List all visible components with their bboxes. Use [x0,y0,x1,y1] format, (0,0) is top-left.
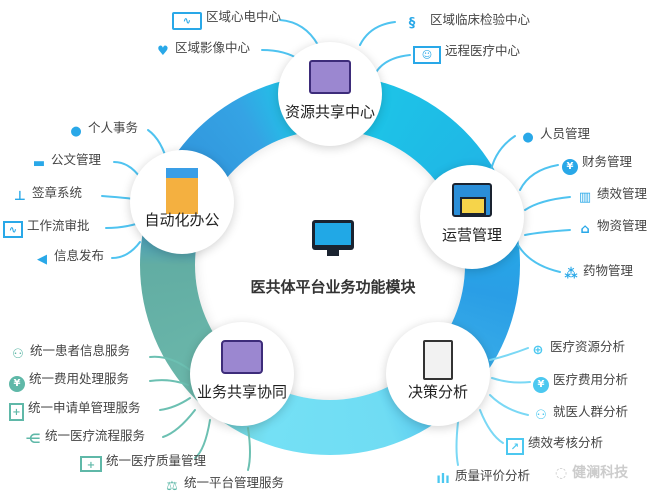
monitor-plus-icon: + [80,456,102,472]
workflow-chart-icon: ∿ [3,221,23,238]
megaphone-icon: ◀ [37,252,47,267]
item-performance-management[interactable]: ▥绩效管理 [578,186,648,205]
documents-folder-icon [166,168,198,214]
item-finance-management[interactable]: ¥财务管理 [562,154,632,175]
folder-icon [309,60,351,94]
node-resource-sharing[interactable]: 资源共享中心 [278,42,382,146]
medical-kit-icon: ⊕ [532,343,544,358]
item-personal-affairs[interactable]: ●个人事务 [68,120,138,140]
scales-icon: ⚖ [166,479,178,494]
node-label: 自动化办公 [144,211,220,229]
node-label: 决策分析 [407,383,468,401]
heart-plus-icon: ♥ [157,44,169,59]
ecg-monitor-icon: ∿ [172,12,202,30]
bar-chart-icon: ▥ [578,190,592,205]
node-office-automation[interactable]: 自动化办公 [130,150,234,254]
item-resource-analysis[interactable]: ⊕医疗资源分析 [530,339,625,359]
file-drawer-icon [221,340,263,374]
person-icon: ● [522,130,534,145]
dna-icon: § [408,16,416,31]
patients-icon: ⚇ [12,347,24,362]
item-request-form-service[interactable]: +统一申请单管理服务 [9,400,141,421]
printer-icon [452,183,492,217]
item-info-release[interactable]: ◀信息发布 [34,248,104,268]
item-imaging-center[interactable]: ♥区域影像中心 [155,40,250,60]
folder-icon: ▬ [32,156,46,171]
clipboard-chart-icon: ↗ [506,438,524,455]
yen-icon: ¥ [562,159,578,175]
patients-icon: ⚇ [535,408,547,423]
yen-icon: ¥ [533,377,549,393]
node-label: 资源共享中心 [284,103,375,121]
yen-icon: ¥ [9,376,25,392]
center-monitor-icon [312,220,354,256]
item-patient-group-analysis[interactable]: ⚇就医人群分析 [533,404,628,424]
video-doctor-icon: ☺ [413,46,441,64]
item-drug-management[interactable]: ⁂药物管理 [564,263,634,282]
node-operation-management[interactable]: 运营管理 [420,165,524,269]
person-icon: ● [70,124,82,139]
wechat-icon: ◌ [555,465,573,481]
building-icon: ⌂ [580,222,590,237]
node-business-collaboration[interactable]: 业务共享协同 [190,322,294,426]
center-title: 医共体平台业务功能模块 [250,278,416,296]
item-staff-management[interactable]: ●人员管理 [520,126,590,146]
clipboard-plus-icon: + [9,403,24,421]
item-ecg-center[interactable]: ∿区域心电中心 [172,9,281,30]
item-fee-processing-service[interactable]: ¥统一费用处理服务 [9,371,129,392]
item-cost-analysis[interactable]: ¥医疗费用分析 [533,372,628,393]
item-telemedicine-center[interactable]: ☺远程医疗中心 [413,43,520,64]
pills-icon: ⁂ [564,267,578,282]
item-patient-info-service[interactable]: ⚇统一患者信息服务 [10,343,130,363]
item-platform-management-service[interactable]: ⚖统一平台管理服务 [164,475,284,495]
node-label: 业务共享协同 [196,383,287,401]
item-performance-appraisal-analysis[interactable]: ↗绩效考核分析 [506,435,603,455]
watermark: ◌ 健澜科技 [555,465,629,481]
item-medical-process-service[interactable]: ⋲统一医疗流程服务 [25,428,146,447]
flow-nodes-icon: ⋲ [25,432,41,447]
node-decision-analysis[interactable]: 决策分析 [386,322,490,426]
item-lab-center[interactable]: §区域临床检验中心 [398,12,530,32]
document-pen-icon [423,340,453,380]
chart-search-icon: ılı [436,472,450,487]
stamp-icon: ⊥ [14,189,26,204]
item-material-management[interactable]: ⌂物资管理 [577,218,647,238]
item-document-management[interactable]: ▬公文管理 [32,152,102,171]
item-seal-system[interactable]: ⊥签章系统 [12,185,82,205]
node-label: 运营管理 [441,226,502,244]
item-medical-quality-management[interactable]: +统一医疗质量管理 [80,453,206,472]
item-workflow-approval[interactable]: ∿工作流审批 [3,218,90,238]
